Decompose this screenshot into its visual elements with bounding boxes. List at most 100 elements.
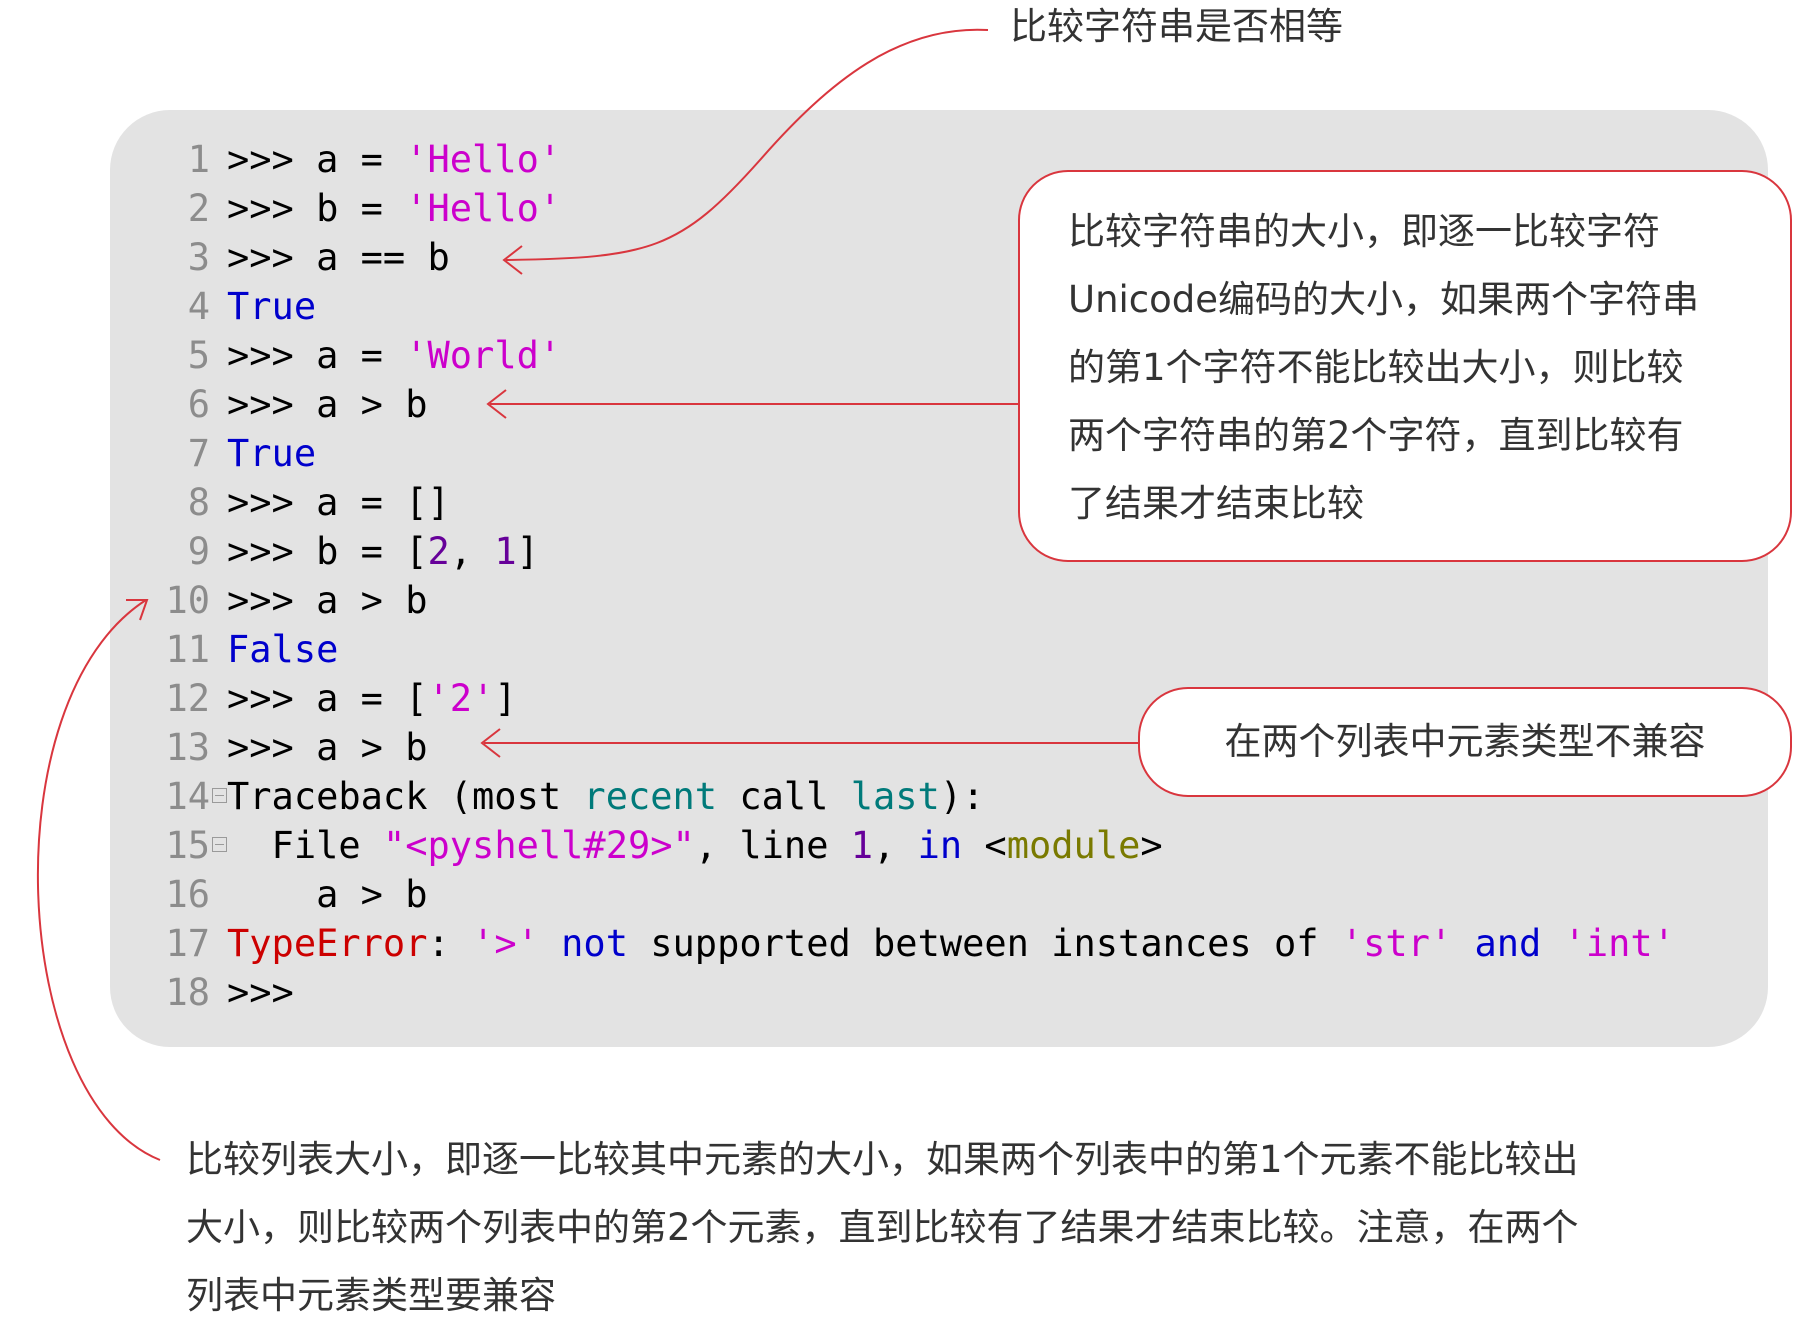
code-line: 6 >>> a > b	[140, 380, 1675, 429]
note-string-equal: 比较字符串是否相等	[1010, 5, 1343, 48]
fold-icon[interactable]	[212, 837, 227, 852]
code-token: 'Hello'	[405, 187, 562, 230]
code-line: 11 False	[140, 625, 1675, 674]
code-token: ]	[516, 530, 539, 573]
code-token: >>> a = []	[227, 481, 450, 524]
line-number: 8	[187, 481, 210, 524]
code-line: 14 Traceback (most recent call last):	[140, 772, 1675, 821]
code-token: not	[561, 922, 628, 965]
code-text: TypeError: '>' not supported between ins…	[227, 922, 1675, 965]
code-token: ]	[494, 677, 517, 720]
code-token: ,	[873, 824, 918, 867]
code-line: 4 True	[140, 282, 1675, 331]
code-token: <	[962, 824, 1007, 867]
code-line: 16 a > b	[140, 870, 1675, 919]
code-line: 9 >>> b = [2, 1]	[140, 527, 1675, 576]
fold-icon[interactable]	[212, 788, 227, 803]
line-number: 11	[165, 628, 210, 671]
code-token: '2'	[427, 677, 495, 720]
code-text: >>> a = 'World'	[227, 334, 561, 377]
code-token: >>> b = [	[227, 530, 428, 573]
python-shell-code: 1 >>> a = 'Hello'2>>> b = 'Hello'3 >>> a =…	[140, 135, 1675, 1017]
code-text: >>> a = []	[227, 481, 450, 524]
code-text: >>> a > b	[227, 383, 427, 426]
line-number: 1	[187, 138, 210, 181]
code-text: True	[227, 432, 316, 475]
code-token: >>> a > b	[227, 726, 428, 769]
code-token: True	[227, 432, 317, 475]
callout-string-compare-line: Unicode编码的大小，如果两个字符串	[1068, 278, 1700, 321]
code-token: >>> a = [	[227, 677, 428, 720]
code-token: :	[427, 922, 473, 965]
code-token: >>>	[227, 971, 294, 1014]
line-number: 5	[187, 334, 210, 377]
line-number: 13	[165, 726, 210, 769]
line-number: 14	[165, 775, 210, 818]
code-token: 1	[850, 824, 874, 867]
line-number: 9	[187, 530, 210, 573]
callout-string-compare-line: 的第1个字符不能比较出大小，则比较	[1068, 346, 1684, 389]
code-line: 17 TypeError: '>' not supported between i…	[140, 919, 1675, 968]
arrow-head	[126, 599, 149, 621]
code-token: last	[850, 775, 940, 818]
code-text: False	[227, 628, 338, 671]
code-token: >>> a =	[227, 138, 406, 181]
arrow-head	[480, 728, 501, 758]
code-token: Traceback (most	[227, 775, 584, 818]
code-token: >>> a == b	[227, 236, 450, 279]
code-token: 1	[494, 530, 517, 573]
code-line: 13 >>> a > b	[140, 723, 1675, 772]
line-number: 17	[165, 922, 210, 965]
line-number: 6	[187, 383, 210, 426]
arrow-list-compare	[36, 599, 161, 1161]
callout-incompatible: 在两个列表中元素类型不兼容	[1138, 687, 1792, 797]
code-token: in	[917, 824, 963, 867]
code-line: 12 >>> a = ['2']	[140, 674, 1675, 723]
code-line: 8 >>> a = []	[140, 478, 1675, 527]
note-list-compare-line: 比较列表大小，即逐一比较其中元素的大小，如果两个列表中的第1个元素不能比较出	[186, 1138, 1579, 1181]
code-token: >	[1140, 824, 1163, 867]
code-token: supported between instances of	[627, 922, 1341, 965]
code-token: TypeError	[227, 922, 428, 965]
code-token: 'Hello'	[405, 138, 562, 181]
line-number: 10	[165, 579, 210, 622]
code-token: True	[227, 285, 317, 328]
code-token: call	[717, 775, 851, 818]
code-text: >>> a > b	[227, 579, 427, 622]
code-token: >>> b =	[227, 187, 406, 230]
code-token: >>> a > b	[227, 579, 428, 622]
line-number: 16	[165, 873, 210, 916]
line-number: 3	[187, 236, 210, 279]
code-line: 3 >>> a == b	[140, 233, 1675, 282]
code-token: >>> a > b	[227, 383, 428, 426]
note-list-compare: 比较列表大小，即逐一比较其中元素的大小，如果两个列表中的第1个元素不能比较出 大…	[186, 1126, 1579, 1330]
callout-string-compare-line: 了结果才结束比较	[1068, 482, 1364, 525]
code-token: ,	[449, 530, 495, 573]
code-token: >>> a =	[227, 334, 406, 377]
note-list-compare-line: 大小，则比较两个列表中的第2个元素，直到比较有了结果才结束比较。注意，在两个	[186, 1206, 1579, 1249]
code-token: File	[227, 824, 383, 867]
callout-string-compare-line: 两个字符串的第2个字符，直到比较有	[1068, 414, 1684, 457]
code-token: 'World'	[405, 334, 562, 377]
code-token: "<pyshell#29>"	[382, 824, 695, 867]
code-text: a > b	[227, 873, 427, 916]
code-text: >>> a = 'Hello'	[227, 138, 561, 181]
code-token: and	[1474, 922, 1542, 965]
code-text: Traceback (most recent call last):	[227, 775, 984, 818]
code-token: False	[227, 628, 339, 671]
code-line: 2>>> b = 'Hello'	[140, 184, 1675, 233]
code-text: >>> b = [2, 1]	[227, 530, 539, 573]
code-line: 18 >>>	[140, 968, 1675, 1017]
line-number: 15	[165, 824, 210, 867]
code-token: a > b	[227, 873, 428, 916]
code-token: , line	[694, 824, 851, 867]
line-number: 12	[165, 677, 210, 720]
code-text: True	[227, 285, 316, 328]
line-number: 18	[165, 971, 210, 1014]
code-line: 15 File "<pyshell#29>", line 1, in <modu…	[140, 821, 1675, 870]
line-number: 4	[187, 285, 210, 328]
code-token: '>'	[472, 922, 539, 965]
arrow-string-equal	[505, 28, 989, 261]
